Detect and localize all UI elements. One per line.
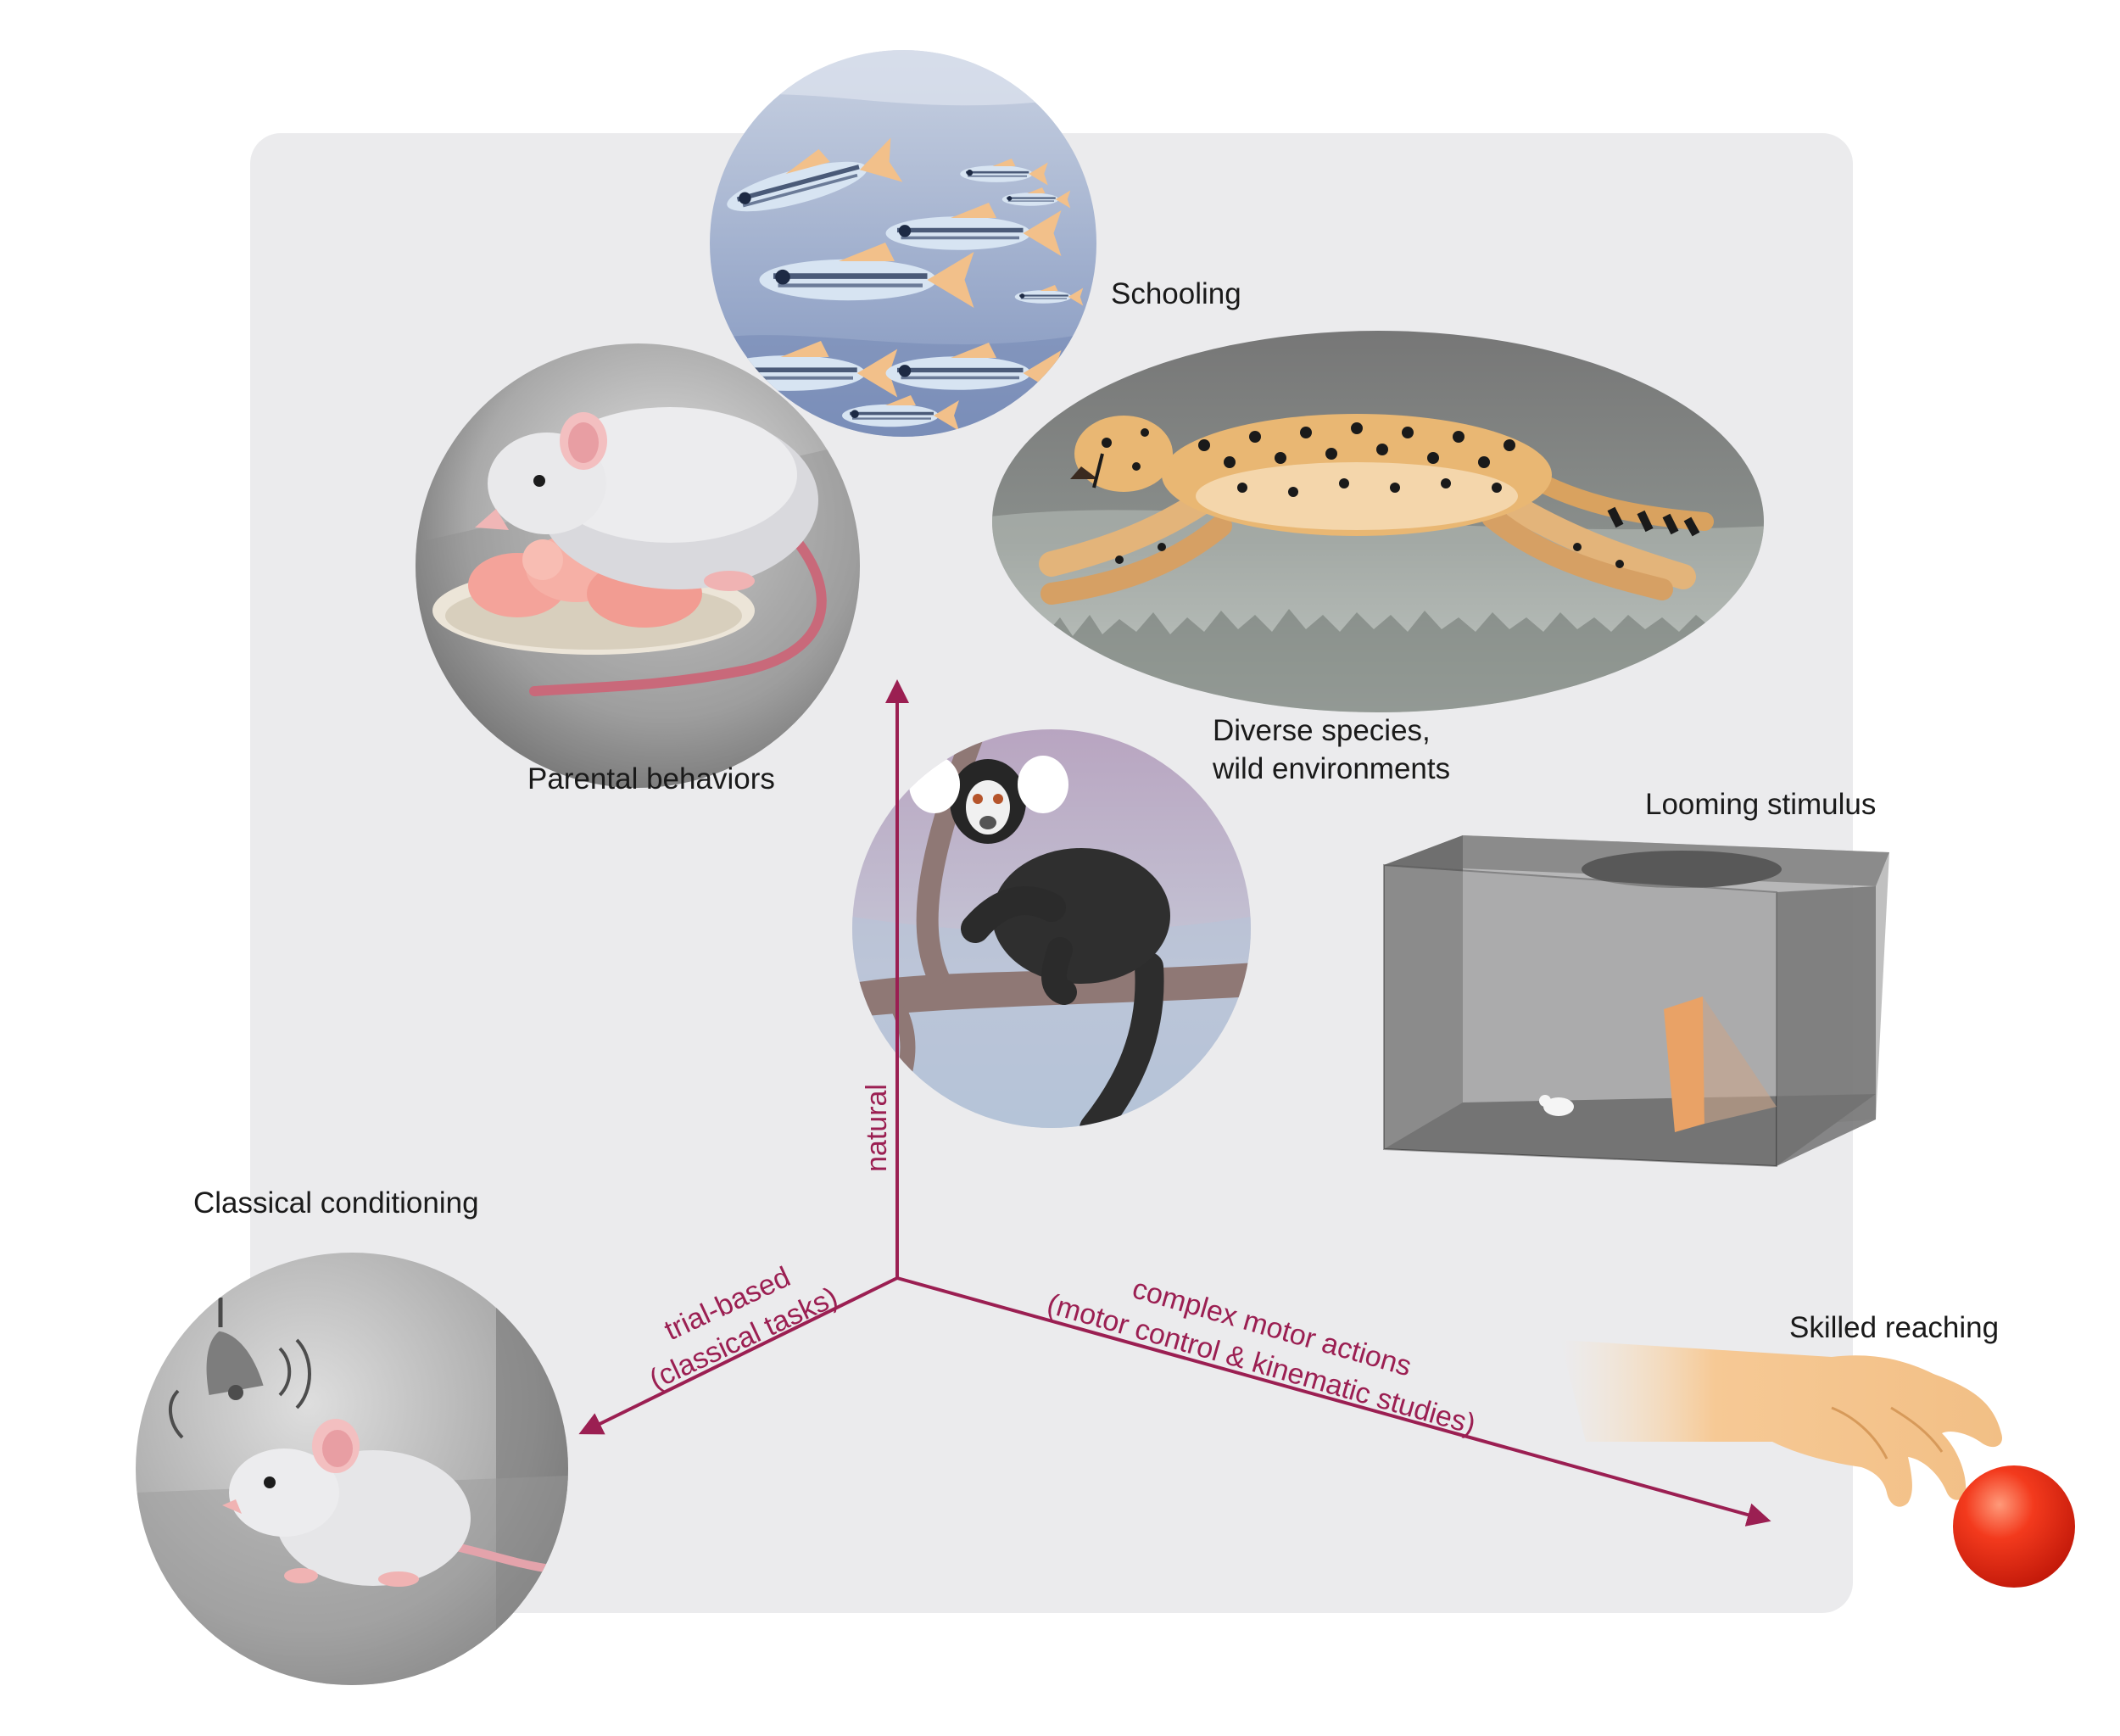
parental-behaviors-illustration bbox=[416, 343, 860, 788]
natural-axis-label: natural bbox=[861, 1084, 893, 1172]
cheetah-illustration bbox=[992, 331, 1764, 712]
schooling-label: Schooling bbox=[1111, 277, 1241, 310]
diverse-species-label: Diverse species, bbox=[1213, 714, 1431, 747]
red-ball bbox=[1953, 1465, 2075, 1588]
trial-based-axis-arrow bbox=[578, 1276, 898, 1435]
looming-stimulus-label: Looming stimulus bbox=[1645, 788, 1876, 821]
skilled-reaching-illustration bbox=[1560, 1340, 2075, 1588]
wild-environments-label: wild environments bbox=[1212, 752, 1450, 785]
looming-stimulus-box bbox=[1383, 835, 1889, 1168]
marmoset-illustration bbox=[852, 729, 1251, 1128]
motor-actions-axis-arrow bbox=[896, 1276, 1771, 1527]
classical-conditioning-label: Classical conditioning bbox=[193, 1186, 479, 1220]
classical-conditioning-illustration bbox=[136, 1253, 568, 1685]
parental-behaviors-label: Parental behaviors bbox=[527, 762, 775, 795]
axes bbox=[578, 679, 1771, 1527]
skilled-reaching-label: Skilled reaching bbox=[1789, 1311, 1999, 1344]
